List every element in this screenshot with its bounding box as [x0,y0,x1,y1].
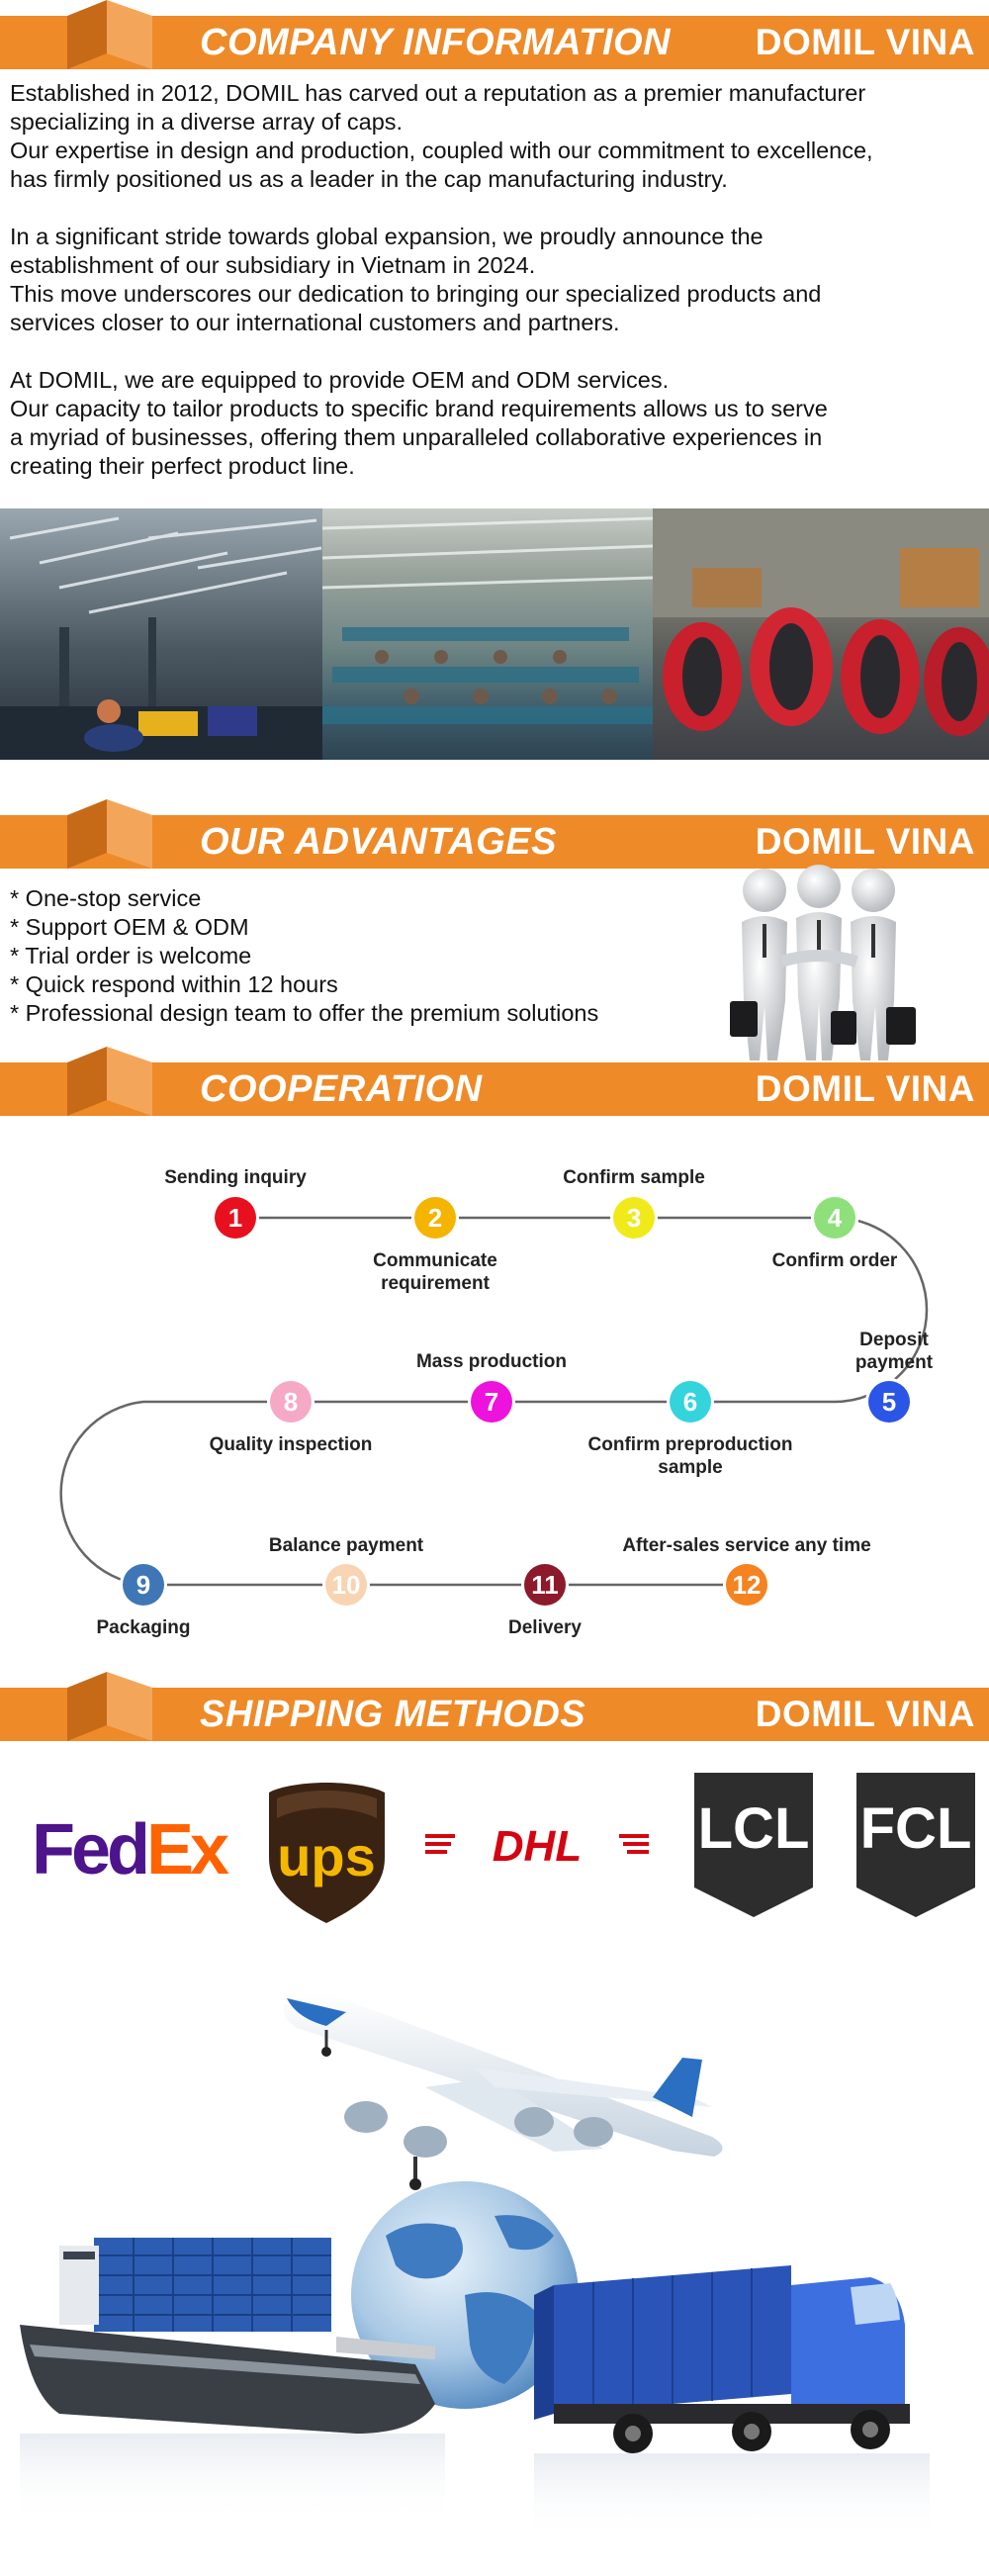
intro-line: services closer to our international cus… [10,310,620,335]
step-4-label: Confirm order [771,1250,898,1271]
advantages-banner: OUR ADVANTAGES DOMIL VINA [0,799,989,888]
advantage-item: * Support OEM & ODM [10,914,249,940]
banner-bar [0,1062,989,1116]
fcl-badge: FCL [856,1773,975,1917]
advantage-item: * Professional design team to offer the … [10,1000,599,1026]
lcl-badge: LCL [694,1773,813,1917]
advantage-item: * Quick respond within 12 hours [10,971,338,997]
banner-bar [0,16,989,69]
intro-paragraph: Established in 2012, DOMIL has carved ou… [10,79,984,194]
step-3-label: Confirm sample [563,1167,705,1188]
lcl-text: LCL [698,1796,810,1861]
fedex-logo: FedEx [32,1814,229,1886]
step-8-marker: 8 [270,1381,312,1423]
step-5-marker: 5 [868,1381,910,1423]
step-7-marker: 7 [471,1381,512,1423]
cargo-ship-icon [20,2238,435,2434]
intro-line: This move underscores our dedication to … [10,281,822,307]
cooperation-path [59,1216,929,1587]
intro-line: In a significant stride towards global e… [10,224,764,249]
dhl-logo: DHL [425,1820,649,1870]
intro-line: specializing in a diverse array of caps. [10,109,404,135]
banner-bar [0,815,989,869]
business-people-handshake-icon [730,865,916,1060]
step-2-label: Communicate requirement [373,1250,497,1294]
intro-line: creating their perfect product line. [10,453,355,479]
intro-line: has firmly positioned us as a leader in … [10,166,728,192]
intro-line: Our capacity to tailor products to speci… [10,396,828,421]
factory-photo-warehouse [0,508,322,760]
section-title: OUR ADVANTAGES [200,821,557,863]
brand-name: DOMIL VINA [755,22,975,62]
step-10-marker: 10 [325,1564,367,1606]
brand-name: DOMIL VINA [755,1694,975,1734]
ribbon-icon [67,0,152,69]
truck-icon [534,2265,910,2453]
cooperation-banner: COOPERATION DOMIL VINA [0,1047,989,1136]
intro-line: Our expertise in design and production, … [10,138,873,163]
intro-line: a myriad of businesses, offering them un… [10,424,823,450]
intro-paragraph: In a significant stride towards global e… [10,223,984,337]
step-1-label: Sending inquiry [164,1167,307,1188]
company-intro: Established in 2012, DOMIL has carved ou… [10,79,984,509]
step-12-label: After-sales service any time [622,1535,871,1556]
step-1-marker: 1 [215,1197,256,1239]
dhl-text: DHL [493,1822,582,1870]
step-6-label: Confirm preproduction sample [587,1434,793,1478]
fcl-text: FCL [860,1796,972,1861]
fedex-ex-text: Ex [146,1810,229,1889]
step-11-marker: 11 [524,1564,566,1606]
step-9-marker: 9 [123,1564,164,1606]
section-title: SHIPPING METHODS [200,1694,586,1735]
ribbon-icon [67,1047,152,1116]
advantage-item: * Trial order is welcome [10,943,252,968]
section-title: COOPERATION [200,1068,483,1110]
advantage-item: * One-stop service [10,885,202,911]
factory-photo-caps [653,508,989,760]
intro-line: establishment of our subsidiary in Vietn… [10,252,536,278]
step-11-label: Delivery [508,1617,582,1638]
advantages-list: * One-stop service * Support OEM & ODM *… [10,884,598,1028]
intro-line: Established in 2012, DOMIL has carved ou… [10,80,866,106]
intro-line: At DOMIL, we are equipped to provide OEM… [10,367,670,393]
step-5-label: Deposit payment [854,1330,934,1373]
factory-photo-workshop [322,508,653,760]
step-8-label: Quality inspection [209,1434,373,1455]
intro-paragraph: At DOMIL, we are equipped to provide OEM… [10,366,984,481]
shipping-banner: SHIPPING METHODS DOMIL VINA [0,1672,989,1761]
step-12-marker: 12 [726,1564,767,1606]
brand-name: DOMIL VINA [755,1068,975,1109]
shipping-logos: FedEx ups DHL LCL FCL [0,1771,989,1929]
step-7-label: Mass production [415,1351,567,1372]
airplane-icon [283,1992,723,2190]
step-9-label: Packaging [96,1617,191,1638]
fedex-fe-text: Fed [32,1810,150,1889]
step-3-marker: 3 [613,1197,655,1239]
banner-bar [0,1688,989,1741]
ribbon-icon [67,799,152,869]
transport-illustration [20,1992,930,2542]
brand-name: DOMIL VINA [755,821,975,862]
ups-logo: ups [269,1783,385,1923]
step-6-marker: 6 [670,1381,711,1423]
step-2-marker: 2 [414,1197,456,1239]
step-4-marker: 4 [814,1197,855,1239]
company-info-banner: COMPANY INFORMATION DOMIL VINA [0,0,989,89]
ups-text: ups [277,1825,376,1887]
factory-photos [0,508,989,760]
section-title: COMPANY INFORMATION [200,22,672,63]
step-10-label: Balance payment [268,1535,424,1556]
ribbon-icon [67,1672,152,1741]
